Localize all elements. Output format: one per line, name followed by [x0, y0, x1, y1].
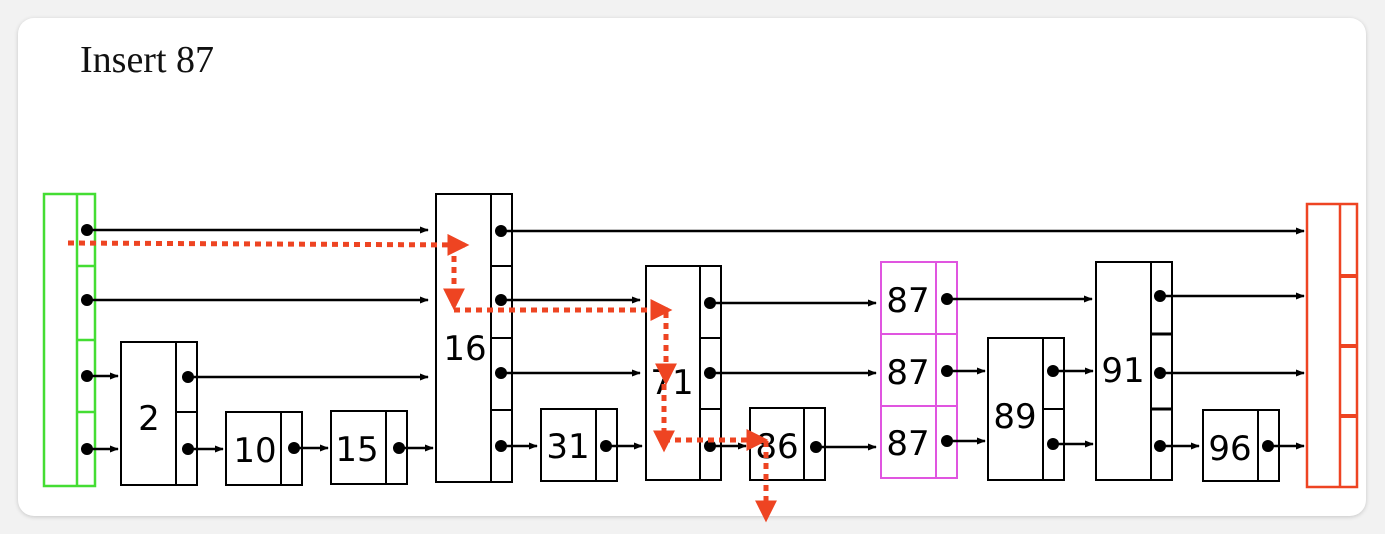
node-91 — [1095, 261, 1173, 481]
node-key: 15 — [335, 430, 378, 470]
node-key: 96 — [1208, 429, 1251, 469]
tail-sentinel — [1305, 202, 1359, 489]
node-key: 87 — [886, 424, 929, 464]
node-key: 91 — [1101, 351, 1144, 391]
node-key: 89 — [993, 397, 1036, 437]
node-16 — [435, 193, 513, 483]
node-key: 87 — [886, 281, 929, 321]
node-key: 87 — [886, 353, 929, 393]
search-path — [67, 233, 777, 523]
node-2 — [120, 341, 198, 486]
node-key: 10 — [233, 431, 276, 471]
node-key: 71 — [650, 363, 693, 403]
diagram-title: Insert 87 — [80, 39, 215, 81]
node-89 — [987, 337, 1065, 481]
head-sentinel — [42, 192, 97, 488]
node-key: 16 — [443, 329, 486, 369]
node-key: 86 — [755, 427, 798, 467]
node-key: 31 — [546, 427, 589, 467]
pointer-dots — [81, 224, 1274, 455]
node-key: 2 — [138, 399, 160, 439]
pointer-links — [87, 226, 1305, 453]
